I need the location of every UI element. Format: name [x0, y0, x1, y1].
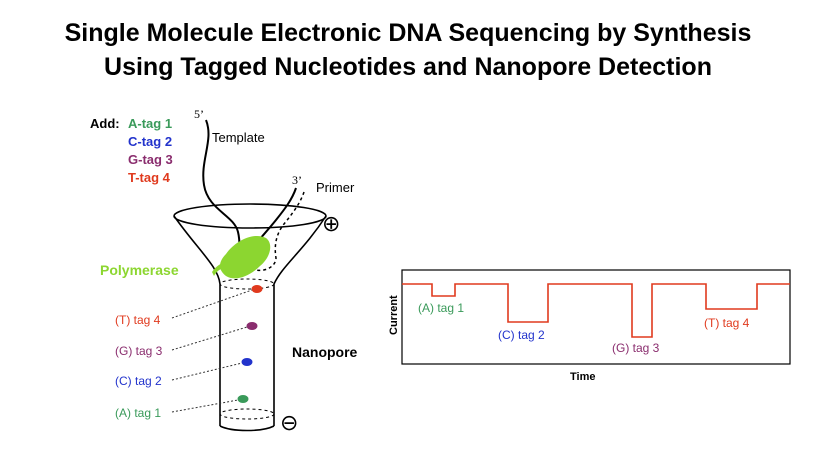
primer-label: Primer: [316, 180, 355, 195]
blockade-label-g: (G) tag 3: [612, 341, 660, 355]
leader-c: [171, 362, 243, 381]
plus-electrode-icon: ⊕: [322, 211, 340, 236]
polymerase-label: Polymerase: [100, 262, 179, 278]
primer-strand: [255, 187, 297, 245]
blockade-label-a: (A) tag 1: [418, 301, 464, 315]
polymerase-blob: [220, 235, 271, 279]
tag-dot-c: [241, 358, 253, 366]
template-label: Template: [212, 130, 265, 145]
plot-ylabel: Current: [388, 295, 400, 335]
primer-extension: [255, 191, 305, 272]
polymerase-tail: [212, 262, 228, 276]
title-line-1: Single Molecule Electronic DNA Sequencin…: [64, 19, 752, 47]
pore-bottom: [219, 425, 275, 432]
add-item-a: A-tag 1: [128, 116, 172, 131]
add-item-c: C-tag 2: [128, 134, 172, 149]
minus-electrode-icon: ⊖: [280, 410, 298, 435]
title-line-2: Using Tagged Nucleotides and Nanopore De…: [104, 53, 712, 81]
tag-label-t: (T) tag 4: [115, 313, 161, 327]
current-trace: [402, 283, 790, 338]
pore-wall-right: [273, 215, 327, 426]
add-item-g: G-tag 3: [128, 152, 173, 167]
nanopore-label: Nanopore: [292, 344, 358, 360]
blockade-label-t: (T) tag 4: [704, 316, 750, 330]
pore-wall-left: [173, 215, 221, 426]
leader-a: [171, 399, 239, 413]
pore-exit: [219, 408, 275, 420]
plot-xlabel: Time: [570, 371, 595, 383]
tag-label-a: (A) tag 1: [115, 406, 161, 420]
pore-entrance: [219, 278, 275, 290]
tag-dot-g: [246, 322, 258, 330]
add-item-t: T-tag 4: [128, 170, 171, 185]
plot-frame: [401, 269, 791, 365]
tag-dot-t: [251, 285, 263, 293]
tag-dot-a: [237, 395, 249, 403]
tag-label-c: (C) tag 2: [115, 374, 162, 388]
leader-t: [171, 289, 253, 319]
three-prime-label: 3’: [292, 173, 302, 187]
funnel-rim: [173, 203, 327, 229]
add-label: Add:: [90, 116, 120, 131]
five-prime-label: 5’: [194, 107, 204, 121]
leader-g: [171, 326, 248, 351]
tag-label-g: (G) tag 3: [115, 344, 163, 358]
blockade-label-c: (C) tag 2: [498, 328, 545, 342]
